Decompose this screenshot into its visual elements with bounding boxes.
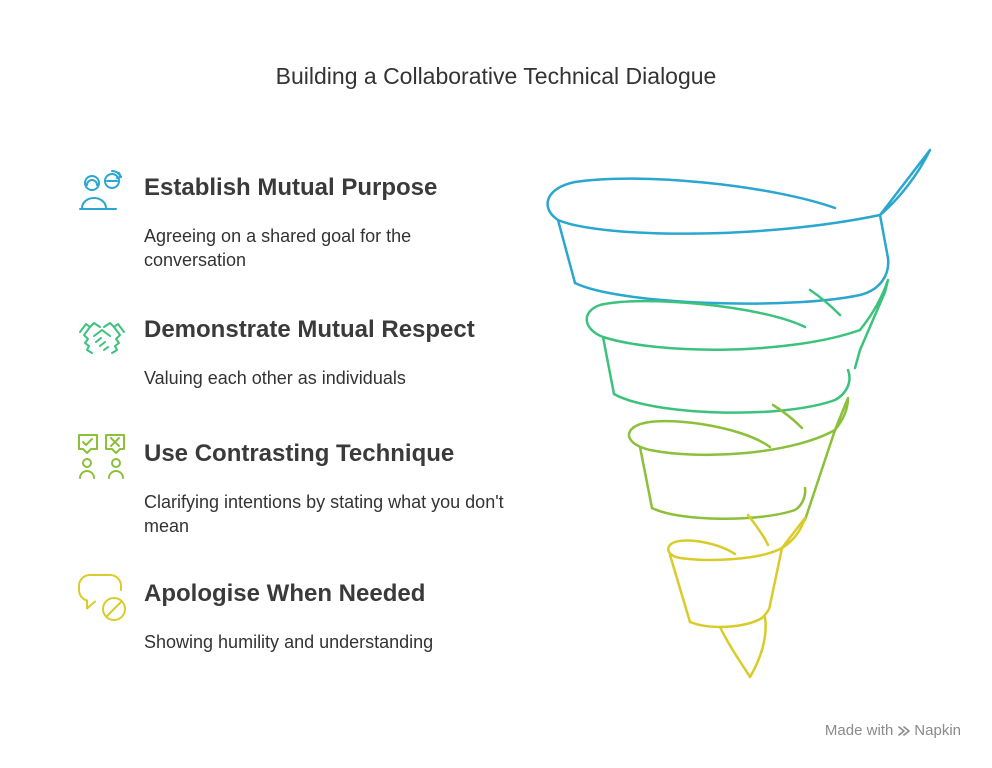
item-description: Clarifying intentions by stating what yo…	[144, 492, 504, 536]
contrast-feedback-icon	[78, 434, 125, 479]
made-with-text: Made with	[824, 722, 894, 739]
funnel-band-lime	[627, 396, 850, 522]
item-heading: Use Contrasting Technique	[144, 440, 455, 467]
funnel-band-yellow	[667, 513, 807, 679]
item-description: Agreeing on a shared goal for the conver…	[144, 226, 412, 270]
funnel-band-green	[585, 278, 890, 414]
diagram-title: Building a Collaborative Technical Dialo…	[275, 63, 717, 89]
footer-credit: Made with Napkin	[825, 722, 961, 739]
brand-name: Napkin	[914, 722, 961, 739]
apology-speech-icon	[78, 574, 126, 621]
brand-link[interactable]: Napkin	[897, 722, 961, 739]
handshake-icon	[79, 322, 125, 354]
napkin-logo-icon	[898, 725, 911, 736]
item-heading: Establish Mutual Purpose	[144, 174, 438, 201]
funnel-band-blue	[546, 148, 932, 305]
item-heading: Apologise When Needed	[144, 580, 426, 607]
shared-goal-people-icon	[79, 170, 122, 210]
item-heading: Demonstrate Mutual Respect	[144, 316, 475, 343]
spiral-funnel-illustration	[546, 148, 932, 679]
item-description: Valuing each other as individuals	[144, 368, 406, 388]
item-description: Showing humility and understanding	[144, 632, 434, 652]
